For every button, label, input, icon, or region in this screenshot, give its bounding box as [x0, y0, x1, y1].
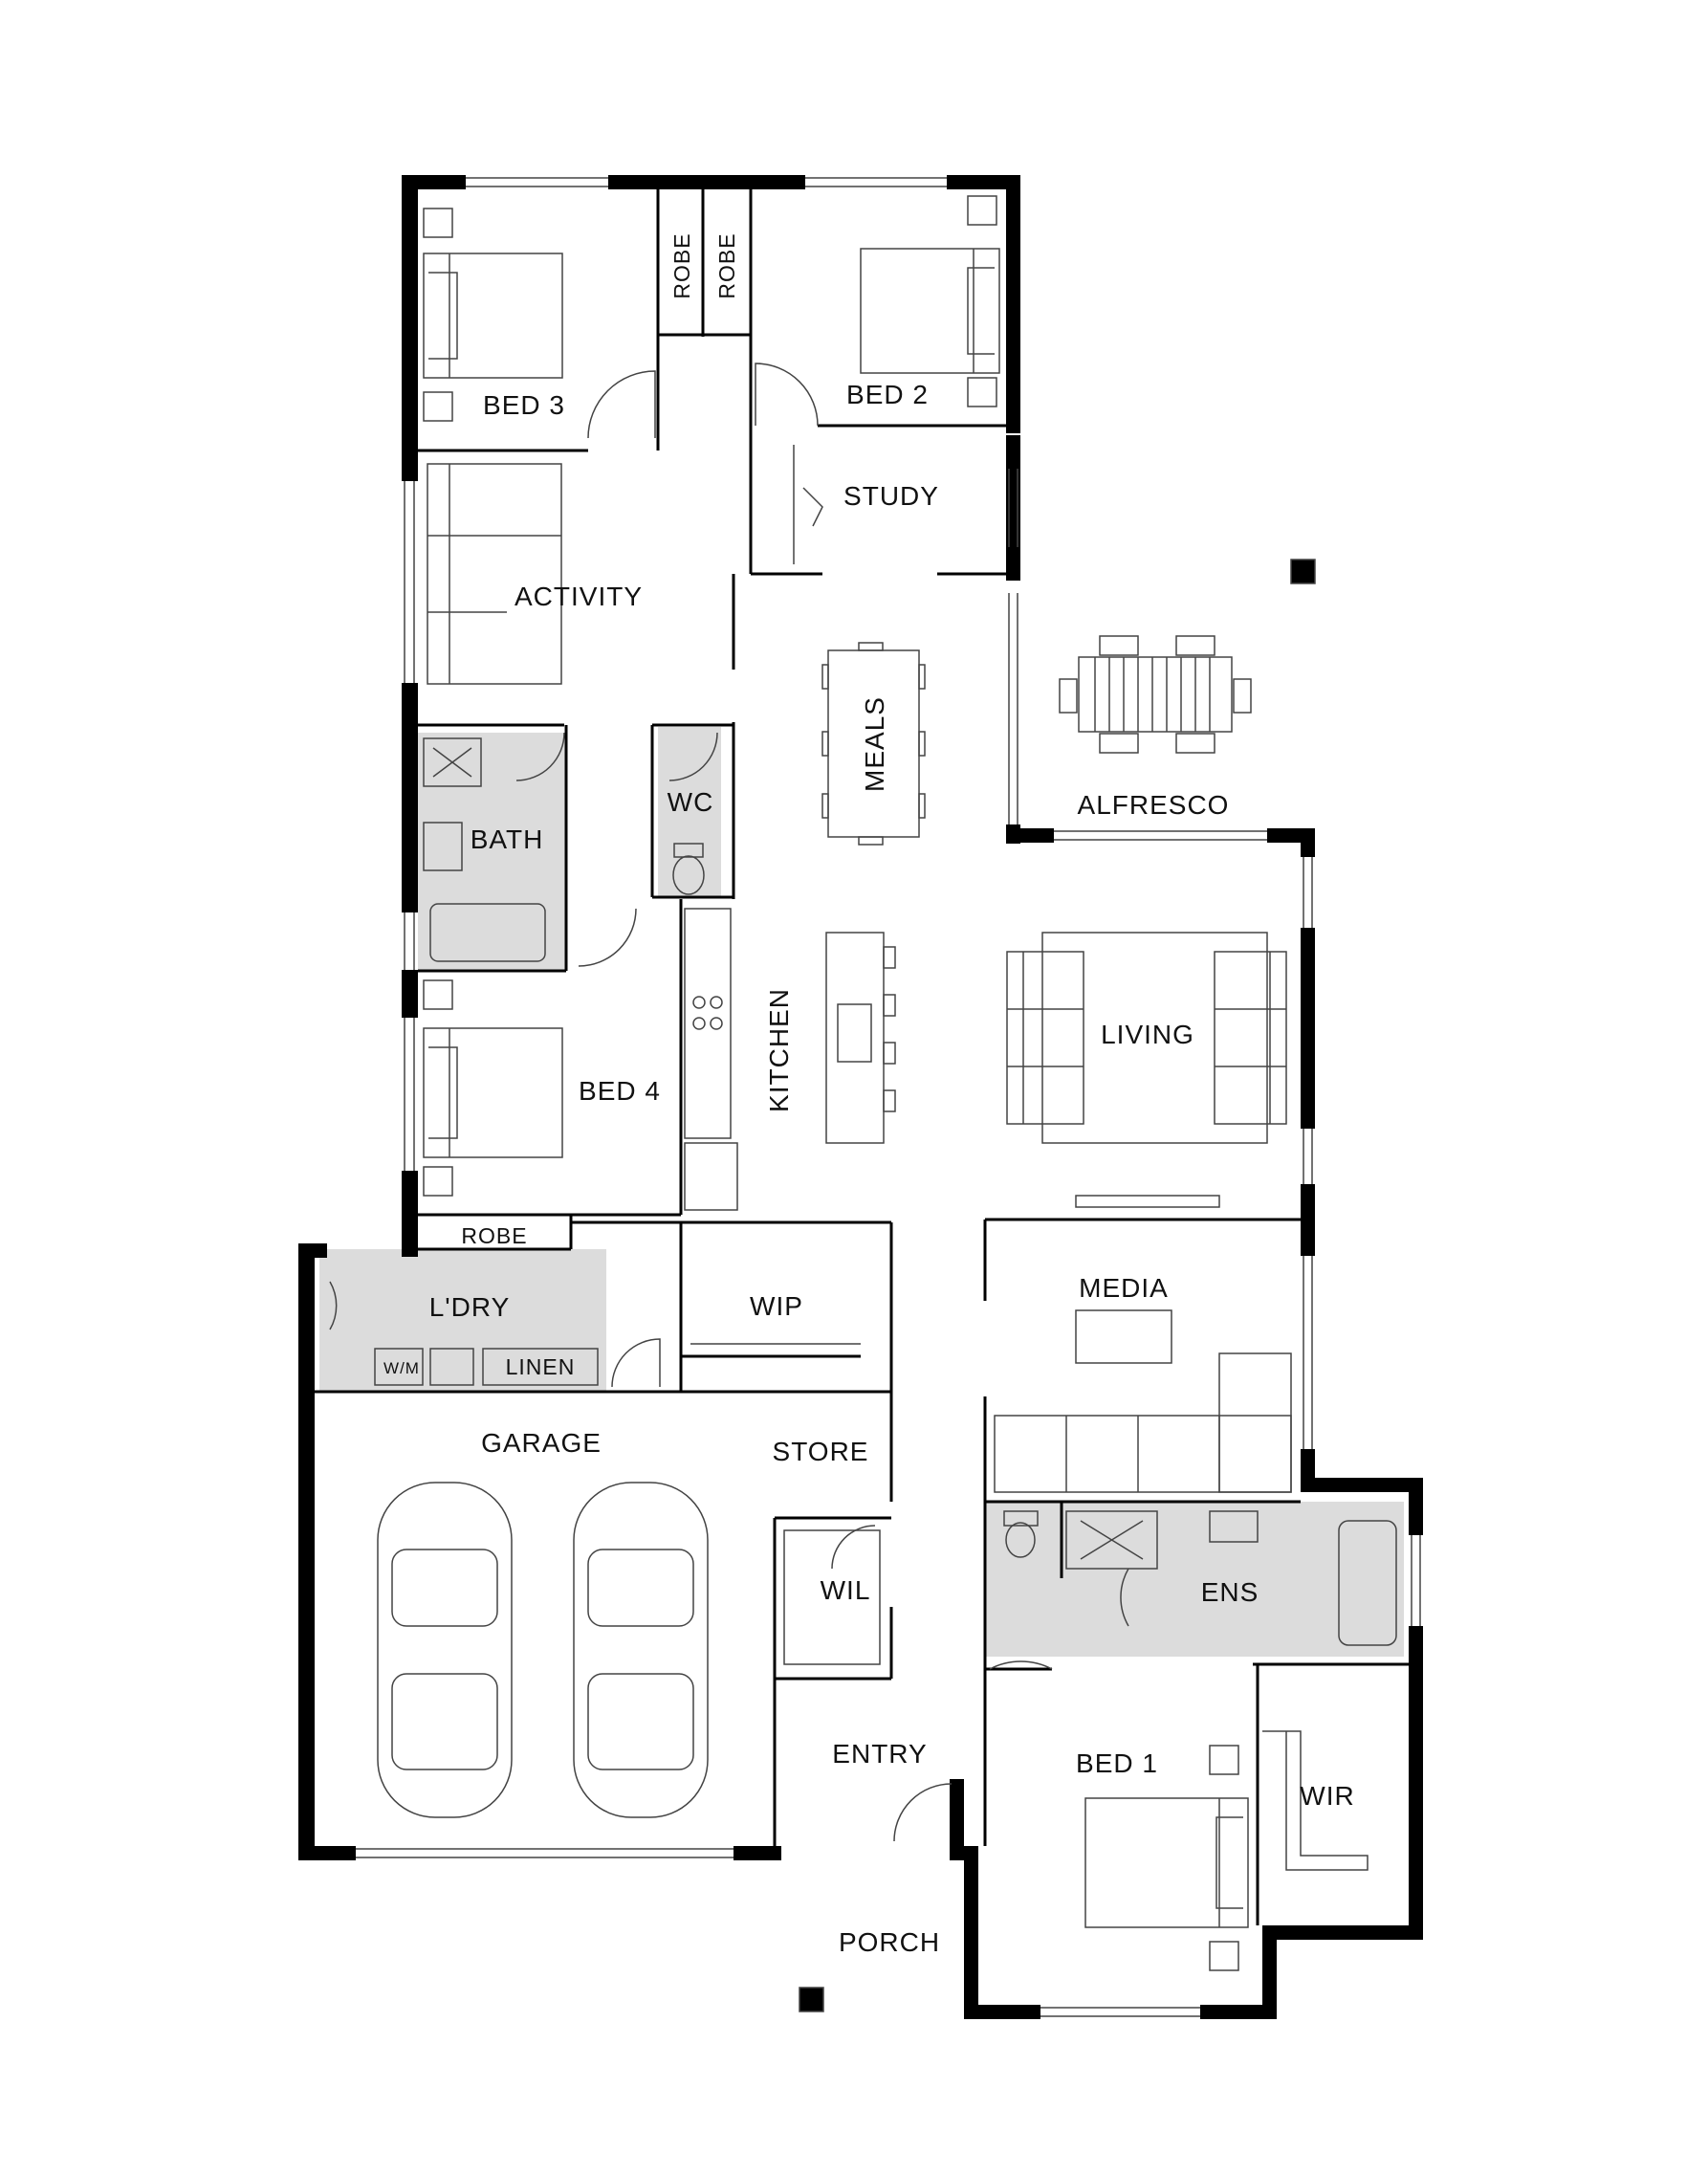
label-kitchen: KITCHEN	[764, 988, 794, 1112]
label-media: MEDIA	[1079, 1273, 1169, 1303]
label-wir: WIR	[1300, 1781, 1354, 1811]
label-meals: MEALS	[860, 696, 889, 792]
wc-floor	[658, 727, 721, 897]
label-living: LIVING	[1101, 1020, 1194, 1049]
label-activity: ACTIVITY	[515, 582, 643, 611]
label-robe-bed4: ROBE	[461, 1223, 527, 1248]
label-bed4: BED 4	[579, 1076, 661, 1106]
label-robe-right: ROBE	[714, 232, 739, 298]
label-laundry: L'DRY	[429, 1292, 511, 1322]
label-bed1: BED 1	[1076, 1748, 1158, 1778]
furniture	[374, 195, 1397, 2012]
label-washing-machine: W/M	[383, 1359, 420, 1377]
external-walls	[298, 175, 1423, 2019]
label-bed3: BED 3	[483, 390, 565, 420]
wet-areas	[319, 727, 1404, 1657]
label-wc: WC	[668, 787, 714, 817]
label-bed2: BED 2	[846, 380, 929, 409]
laundry-floor	[319, 1249, 606, 1391]
room-labels: BED 3 BED 2 ROBE ROBE STUDY ACTIVITY MEA…	[383, 232, 1354, 1957]
label-store: STORE	[773, 1437, 869, 1466]
label-linen: LINEN	[506, 1354, 576, 1379]
label-ensuite: ENS	[1201, 1577, 1259, 1607]
label-wip: WIP	[750, 1291, 803, 1321]
windows	[356, 177, 1421, 2017]
doors	[329, 363, 1129, 1842]
label-robe-left: ROBE	[669, 232, 694, 298]
label-bath: BATH	[471, 824, 544, 854]
label-entry: ENTRY	[832, 1739, 927, 1769]
label-garage: GARAGE	[481, 1428, 602, 1458]
bath-floor	[418, 733, 566, 971]
label-wil: WIL	[821, 1575, 871, 1605]
label-porch: PORCH	[839, 1927, 940, 1957]
label-alfresco: ALFRESCO	[1078, 790, 1230, 820]
ensuite-floor	[985, 1502, 1404, 1657]
label-study: STUDY	[843, 481, 939, 511]
internal-walls	[315, 189, 1409, 1925]
